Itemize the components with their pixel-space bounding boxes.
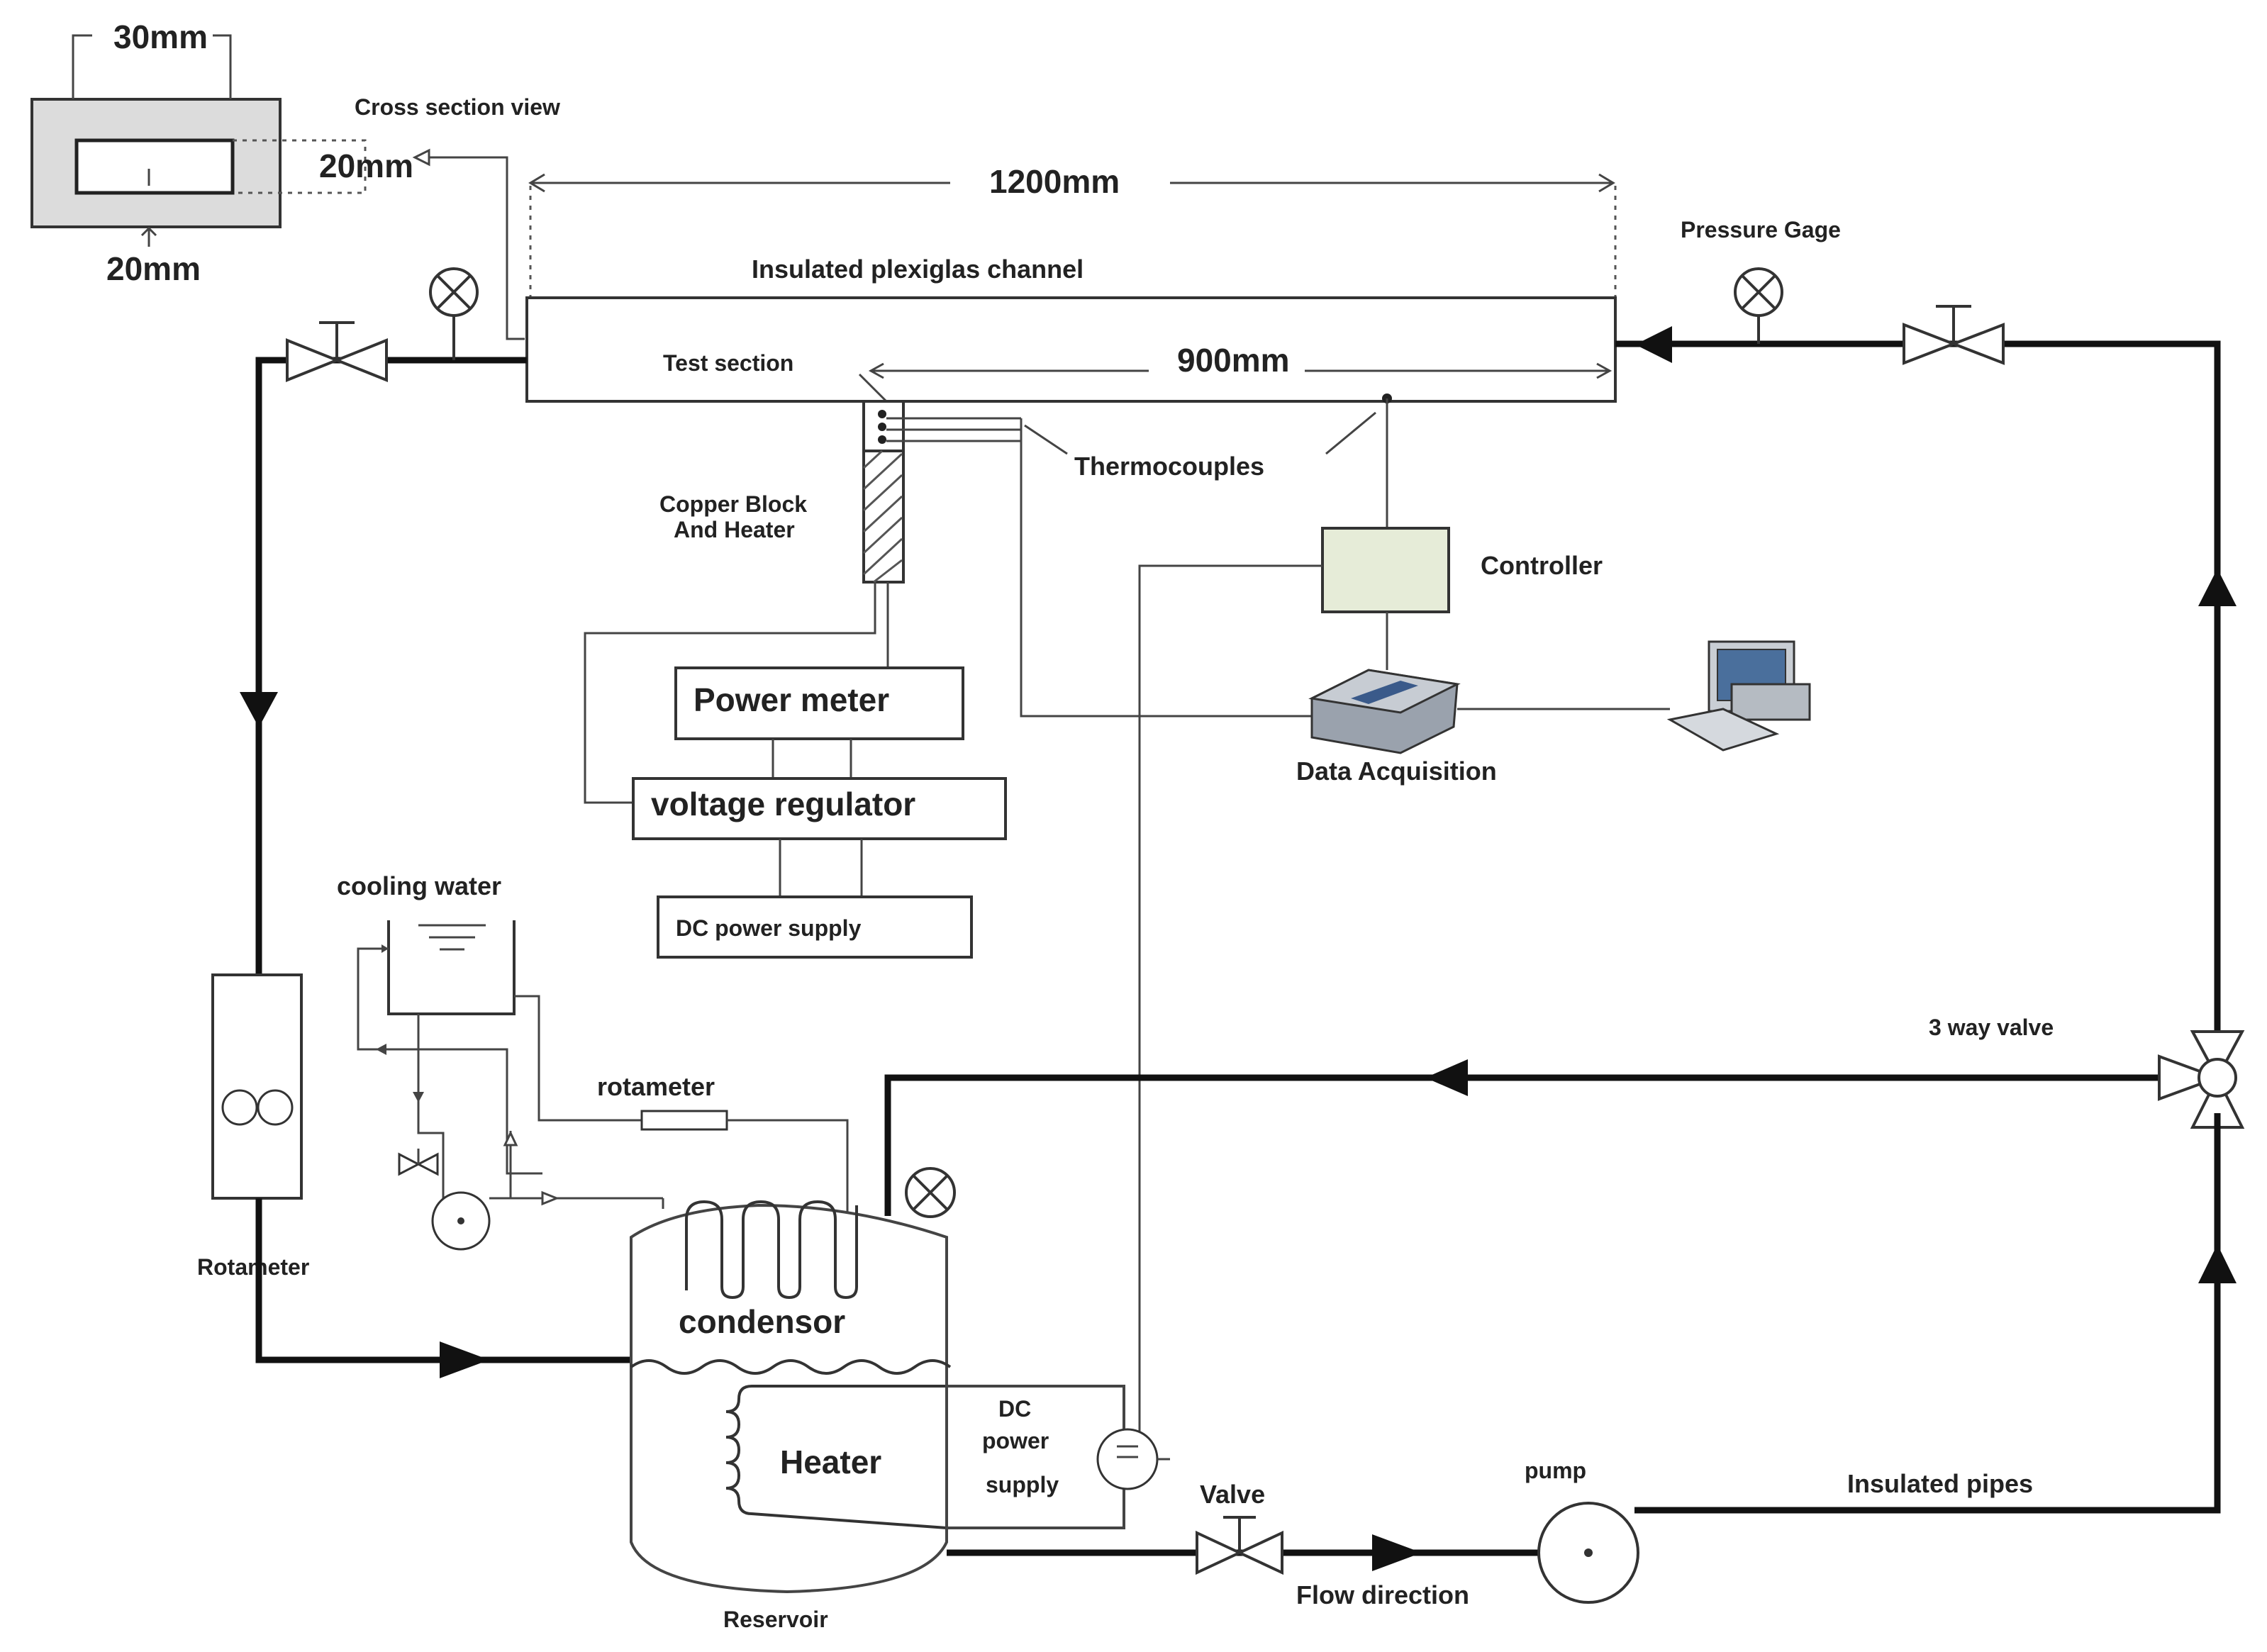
valve-icon[interactable] [1903, 305, 2005, 365]
three-way-valve-label: 3 way valve [1929, 1015, 2054, 1040]
test-section-pointer [858, 373, 888, 403]
flow-arrow-bottom [1372, 1534, 1422, 1571]
insulated-channel [525, 296, 1617, 403]
pipe-channel-inlet [1615, 340, 2221, 1078]
pressure-gauge-icon [1734, 267, 1783, 344]
dc-label-3: supply [986, 1472, 1059, 1497]
voltage-regulator-box [632, 777, 1007, 840]
pipe-bypass-return [884, 1074, 2180, 1216]
controller-label: Controller [1481, 551, 1603, 580]
test-section-label: Test section [663, 350, 793, 376]
cross-section-title: Cross section view [355, 94, 560, 120]
flow-arrow-bypass [1425, 1059, 1468, 1096]
voltage-regulator-label: voltage regulator [651, 786, 915, 822]
three-way-valve-icon[interactable] [2158, 1030, 2245, 1129]
rotameter-tube [211, 973, 303, 1200]
flow-arrow-left-down [240, 692, 278, 727]
wire-controller-dc [1138, 564, 1322, 1443]
heater-label: Heater [780, 1444, 881, 1480]
cross-width-label: 30mm [113, 18, 208, 55]
cross-section-pointer-arrow [412, 148, 430, 167]
dc-label-1: DC [998, 1396, 1031, 1422]
copper-block-label-2: And Heater [674, 517, 795, 542]
flow-arrow-channel-inlet [1635, 326, 1672, 363]
cross-height-right-label: 20mm [319, 147, 413, 184]
length-test-label: 900mm [1177, 342, 1290, 379]
valve-label: Valve [1200, 1480, 1265, 1509]
cooling-water-tank [357, 920, 849, 1251]
wire-copper-loop [584, 582, 876, 804]
length-total-label: 1200mm [989, 163, 1120, 200]
cross-section-view [30, 34, 367, 247]
flow-arrow-right-up-2 [2198, 1244, 2237, 1283]
pressure-gauge-icon [429, 267, 479, 360]
channel-label: Insulated plexiglas channel [752, 255, 1084, 284]
pump-icon[interactable] [1537, 1502, 1639, 1604]
power-meter-box [674, 666, 964, 740]
copper-block-heater [862, 400, 905, 584]
valve-icon[interactable] [1196, 1516, 1283, 1575]
valve-icon[interactable] [286, 321, 388, 382]
dimension-1200 [528, 173, 1617, 298]
cooling-water-label: cooling water [337, 871, 501, 900]
pressure-gauge-icon [905, 1167, 956, 1218]
flow-arrow-to-reservoir [440, 1341, 489, 1378]
thermocouple-wires [886, 394, 1392, 718]
pipe-rotameter-reservoir [255, 1198, 631, 1363]
reservoir [630, 1200, 1170, 1594]
insulated-pipes-label: Insulated pipes [1847, 1469, 2033, 1498]
flow-direction-label: Flow direction [1296, 1580, 1469, 1609]
data-acquisition-label: Data Acquisition [1296, 757, 1497, 786]
data-acquisition-icon[interactable] [1308, 669, 1461, 754]
pressure-gage-label: Pressure Gage [1681, 217, 1841, 242]
power-meter-label: Power meter [694, 681, 889, 718]
pipe-pump-outlet [1634, 1113, 2221, 1514]
pump-label: pump [1525, 1458, 1586, 1483]
rotameter-small-label: rotameter [597, 1072, 715, 1101]
reservoir-label: Reservoir [723, 1607, 828, 1632]
condensor-label: condensor [679, 1303, 845, 1340]
dc-label-2: power [982, 1428, 1049, 1453]
dc-power-supply-label: DC power supply [676, 915, 862, 941]
dimension-900 [868, 362, 1612, 379]
dc-power-supply-box [657, 895, 973, 959]
flow-arrow-right-up-1 [2198, 569, 2237, 606]
controller-box [1321, 527, 1450, 613]
pipe-channel-outlet [255, 357, 527, 975]
cross-height-bottom-label: 20mm [106, 250, 201, 287]
copper-block-label-1: Copper Block [659, 491, 807, 517]
cross-section-pointer [415, 156, 525, 340]
rotameter-big-label: Rotameter [197, 1254, 309, 1280]
thermocouples-label: Thermocouples [1074, 452, 1264, 481]
computer-icon[interactable] [1666, 640, 1811, 752]
